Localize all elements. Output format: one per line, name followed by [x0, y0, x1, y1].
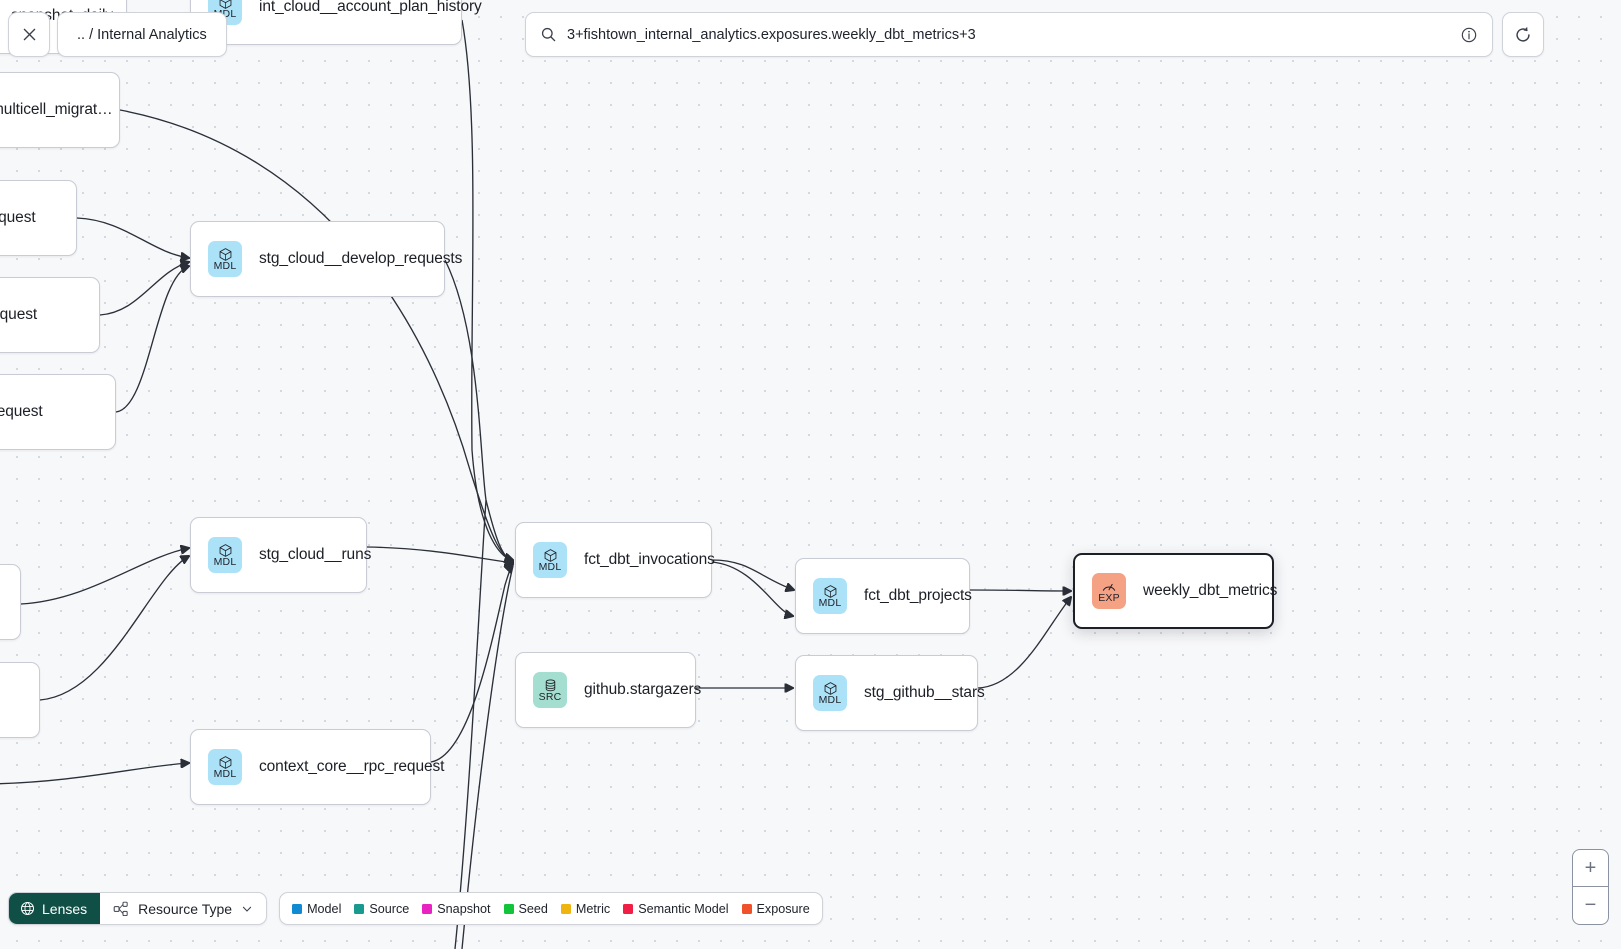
mdl-icon: [218, 543, 233, 557]
lens-icon: [20, 901, 35, 916]
refresh-icon: [1516, 26, 1530, 42]
info-icon[interactable]: [1460, 26, 1478, 44]
badge-label: MDL: [818, 693, 842, 706]
graph-node[interactable]: MDLvelop_request: [0, 277, 100, 353]
legend-label: Model: [307, 901, 342, 916]
node-label: context_core__rpc_request: [259, 758, 445, 775]
legend-item[interactable]: Exposure: [741, 901, 810, 916]
graph-node[interactable]: MDL context_core__rpc_request: [190, 729, 444, 805]
node-label: stg_github__stars: [864, 684, 985, 701]
graph-node[interactable]: MDL stg_github__stars: [795, 655, 985, 731]
mdl-badge: MDL: [208, 537, 242, 573]
lineage-search-bar[interactable]: 3+fishtown_internal_analytics.exposures.…: [525, 12, 1493, 57]
node-label: _develop_request: [0, 403, 43, 420]
zoom-in-button[interactable]: +: [1573, 850, 1608, 887]
badge-label: MDL: [213, 7, 237, 20]
resource-type-legend: Model Source Snapshot Seed Metric Semantic Mo…: [279, 892, 823, 925]
graph-node[interactable]: MDLop_request: [0, 180, 77, 256]
legend-item[interactable]: Seed: [503, 901, 548, 916]
search-icon: [541, 27, 556, 42]
lenses-button[interactable]: Lenses: [9, 893, 101, 924]
close-button[interactable]: [8, 12, 50, 57]
mdl-badge: MDL: [813, 675, 847, 711]
badge-label: MDL: [213, 259, 237, 272]
legend-item[interactable]: Source: [354, 902, 409, 916]
resource-type-label: Resource Type: [138, 900, 233, 917]
graph-node[interactable]: MDL fct_dbt_projects: [795, 558, 972, 634]
node-label: weekly_dbt_metrics: [1143, 582, 1278, 599]
legend-item[interactable]: Semantic Model: [623, 901, 729, 916]
legend-swatch: [503, 903, 514, 914]
node-label: stg_cloud__runs: [259, 546, 372, 563]
bottom-toolbar: Lenses Resource Type Model Source Snapshot…: [8, 892, 823, 925]
badge-label: MDL: [213, 555, 237, 568]
mdl-badge: MDL: [813, 578, 847, 614]
badge-label: MDL: [213, 767, 237, 780]
mdl-icon: [218, 755, 233, 769]
badge-label: EXP: [1098, 591, 1120, 604]
node-label: op_request: [0, 209, 36, 226]
badge-label: MDL: [538, 560, 562, 573]
legend-swatch: [354, 903, 365, 914]
lenses-label: Lenses: [42, 900, 88, 917]
node-label: fct_dbt_invocations: [584, 551, 715, 568]
legend-swatch: [560, 903, 571, 914]
resource-type-dropdown[interactable]: Resource Type: [100, 893, 266, 924]
breadcrumb[interactable]: .. / Internal Analytics: [57, 12, 227, 57]
legend-swatch: [623, 903, 634, 914]
chevron-down-icon: [242, 906, 252, 912]
graph-node[interactable]: MDLn: [0, 564, 21, 640]
zoom-out-button[interactable]: −: [1584, 894, 1597, 916]
graph-node[interactable]: MDL_develop_request: [0, 374, 116, 450]
mdl-icon: [543, 548, 558, 562]
mdl-icon: [218, 247, 233, 261]
graph-node[interactable]: MDL stg_cloud__develop_requests: [190, 221, 462, 297]
graph-node[interactable]: EXP weekly_dbt_metrics: [1073, 553, 1278, 629]
legend-swatch: [422, 903, 433, 914]
src-icon: [543, 678, 558, 692]
close-icon: [23, 28, 35, 41]
mdl-badge: MDL: [208, 241, 242, 277]
graph-node[interactable]: MDL_run: [0, 662, 40, 738]
refresh-button[interactable]: [1502, 12, 1544, 57]
mdl-badge: MDL: [208, 749, 242, 785]
graph-node[interactable]: SRC github.stargazers: [515, 652, 701, 728]
legend-item[interactable]: Model: [292, 902, 341, 916]
src-badge: SRC: [533, 672, 567, 708]
legend-label: Semantic Model: [638, 901, 729, 916]
mdl-icon: [218, 0, 233, 9]
badge-label: MDL: [818, 596, 842, 609]
mdl-icon: [823, 681, 838, 695]
graph-node[interactable]: MDL int_cloud__account_plan_history: [190, 0, 482, 45]
legend-label: Metric: [575, 901, 611, 916]
badge-label: SRC: [538, 690, 562, 703]
legend-label: Source: [369, 901, 410, 916]
legend-item[interactable]: Metric: [560, 901, 611, 916]
exp-badge: EXP: [1092, 573, 1126, 609]
graph-node[interactable]: MDLmulticell_migrat…: [0, 72, 120, 148]
graph-node[interactable]: MDL stg_cloud__runs: [190, 517, 371, 593]
graph-node[interactable]: MDL fct_dbt_invocations: [515, 522, 715, 598]
node-label: int_cloud__account_plan_history: [259, 0, 482, 15]
node-label: github.stargazers: [584, 681, 702, 698]
zoom-controls: + −: [1572, 849, 1609, 925]
legend-swatch: [292, 903, 303, 914]
mdl-badge: MDL: [533, 542, 567, 578]
legend-item[interactable]: Snapshot: [422, 901, 491, 916]
nodes-icon: [113, 901, 128, 916]
breadcrumb-label: .. / Internal Analytics: [77, 26, 207, 43]
node-label: multicell_migrat…: [0, 101, 113, 118]
legend-label: Seed: [518, 901, 548, 916]
search-input[interactable]: 3+fishtown_internal_analytics.exposures.…: [567, 26, 976, 43]
lens-group: Lenses Resource Type: [8, 892, 268, 925]
node-label: stg_cloud__develop_requests: [259, 250, 463, 267]
legend-label: Exposure: [756, 901, 810, 916]
node-label: fct_dbt_projects: [864, 587, 972, 604]
node-label: velop_request: [0, 306, 38, 323]
legend-swatch: [741, 903, 752, 914]
mdl-icon: [823, 584, 838, 598]
exp-icon: [1101, 579, 1117, 593]
legend-label: Snapshot: [437, 901, 491, 916]
